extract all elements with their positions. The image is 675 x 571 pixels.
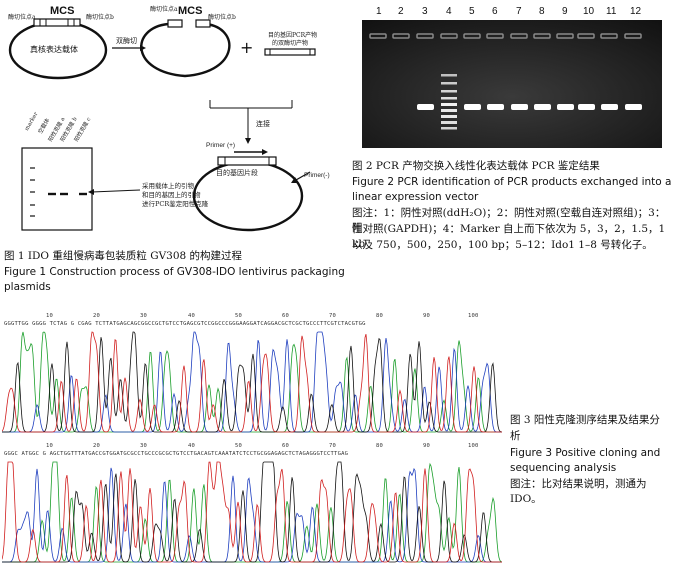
sequence-line-1: GGGTTGG GGGG TCTAG G CGAG TCTTATGAGCAGCG…	[4, 321, 366, 327]
lane-number: 12	[630, 6, 642, 17]
gel-band	[511, 104, 528, 110]
gel-band	[578, 104, 595, 110]
figure-2-caption-cn: 图 2 PCR 产物交换入线性化表达载体 PCR 鉴定结果	[352, 160, 600, 172]
chromatogram-trace	[2, 461, 502, 563]
tick-label: 60	[282, 313, 290, 319]
chromatogram-1	[2, 331, 502, 433]
gel-image	[362, 20, 662, 148]
gel-band	[625, 104, 642, 110]
chromatogram-trace	[2, 331, 502, 433]
ticks-row-2: 10 20 30 40 50 60 70 80 90 100	[0, 443, 500, 451]
plus-sign: +	[240, 38, 254, 57]
pcr-bands	[417, 104, 642, 110]
chromatogram-trace	[2, 461, 502, 563]
tick-label: 50	[235, 443, 243, 449]
figure-1-caption-en: Figure 1 Construction process of GV308-I…	[4, 266, 345, 278]
lane-number: 9	[562, 6, 568, 17]
digest-label: 双酶切	[116, 37, 137, 45]
tick-label: 20	[93, 313, 101, 319]
site-b-label: 酶切位点b	[208, 14, 236, 21]
chromatogram-trace	[2, 331, 502, 433]
site-a-label: 酶切位点a	[150, 6, 178, 13]
site-a-label: 酶切位点a	[8, 14, 36, 21]
ligation-label: 连接	[256, 120, 270, 128]
tick-label: 40	[188, 443, 196, 449]
tick-label: 60	[282, 443, 290, 449]
figure-3-caption-en: Figure 3 Positive cloning and	[510, 447, 661, 459]
tick-label: 90	[423, 313, 431, 319]
tick-label: 80	[376, 313, 384, 319]
sequence-line-2: GGGC ATGGC G AGCTGGTTTATGACCGTGGATGCGCCT…	[4, 451, 349, 457]
pcr-product-label-2: 的双酶切产物	[272, 40, 309, 47]
figure-3-caption-cn: 图 3 阳性克隆测序结果及结果分	[510, 414, 660, 426]
figure-1-diagram	[8, 18, 316, 232]
chromatogram-trace	[2, 461, 502, 563]
tick-label: 90	[423, 443, 431, 449]
mini-gel	[21, 147, 93, 231]
lane-number: 11	[606, 6, 617, 17]
chromatogram-trace	[2, 331, 502, 433]
tick-label: 10	[46, 313, 54, 319]
gel-band	[487, 104, 504, 110]
figure-2-note: 图注：1：阴性对照(ddH₂O)；2：阴性对照(空载自连对照组)；3：阳	[352, 207, 666, 234]
primer-minus-label: Primer(-)	[304, 172, 330, 179]
figure-2-caption-en-2: linear expression vector	[352, 191, 479, 203]
site-b-label: 酶切位点b	[86, 14, 114, 21]
lane-number: 7	[516, 6, 522, 17]
tick-label: 30	[140, 313, 148, 319]
gel-band	[601, 104, 618, 110]
tick-label: 10	[46, 443, 54, 449]
lane-number: 8	[539, 6, 545, 17]
lane-number: 10	[583, 6, 595, 17]
tick-label: 100	[468, 313, 479, 319]
figure-3-caption-cn-2: 析	[510, 430, 521, 442]
figure-1: MCS MCS 酶切位点a 酶切位点b 酶切位点a 酶切位点b 真核表达载体 双…	[0, 0, 345, 250]
insert-label: 目的基因片段	[216, 169, 258, 177]
note-line-2: 和目的基因上的引物	[142, 191, 201, 199]
chromatogram-trace	[2, 467, 502, 563]
figure-1-caption-en-2: plasmids	[4, 281, 51, 293]
lane-number: 1	[376, 6, 382, 17]
tick-label: 70	[329, 313, 337, 319]
opened-vector	[140, 22, 231, 78]
gel-band	[464, 104, 481, 110]
tick-label: 80	[376, 443, 384, 449]
lane-number: 2	[398, 6, 404, 17]
tick-label: 50	[235, 313, 243, 319]
figure-2-note-2: 性对照(GAPDH)；4：Marker 自上而下依次为 5，3，2，1.5，1 …	[352, 223, 666, 250]
figure-2-note-3: 以及 750，500，250，100 bp；5–12：Ido1 1–8 号转化子…	[352, 239, 653, 251]
tick-label: 30	[140, 443, 148, 449]
vector-label: 真核表达载体	[30, 45, 78, 54]
chromatogram-2	[2, 461, 502, 563]
gel-band	[417, 104, 434, 110]
tick-label: 100	[468, 443, 479, 449]
note-line-3: 进行PCR鉴定阳性克隆	[142, 200, 209, 208]
figure-3-caption-en-2: sequencing analysis	[510, 462, 617, 474]
tick-label: 20	[93, 443, 101, 449]
note-line-1: 采用载体上的引物	[142, 182, 194, 190]
ticks-row-1: 10 20 30 40 50 60 70 80 90 100	[0, 313, 500, 321]
lane-number: 3	[422, 6, 428, 17]
tick-label: 40	[188, 313, 196, 319]
gel-band	[557, 104, 574, 110]
figure-2-caption-en: Figure 2 PCR identification of PCR produ…	[352, 176, 672, 188]
pcr-product-label: 目的基因PCR产物	[268, 32, 318, 39]
marker-ladder	[441, 74, 457, 130]
mcs-label-left: MCS	[50, 5, 75, 17]
figure-3-note: 图注：比对结果说明，测通为 IDO。	[510, 478, 647, 505]
gel-band	[534, 104, 551, 110]
gel-wells	[369, 33, 642, 39]
figure-1-caption-cn: 图 1 IDO 重组慢病毒包装质粒 GV308 的构建过程	[4, 250, 243, 262]
tick-label: 70	[329, 443, 337, 449]
lane-number: 4	[446, 6, 452, 17]
insert-box	[217, 156, 277, 166]
lane-number: 5	[469, 6, 475, 17]
mcs-label-right: MCS	[178, 5, 203, 17]
lane-number: 6	[492, 6, 498, 17]
figure-2-gel-numbers: 1 2 3 4 5 6 7 8 9 10 11 12	[366, 6, 656, 20]
primer-plus-label: Primer (+)	[206, 142, 236, 149]
pcr-fragment	[264, 48, 316, 56]
mcs-box-left	[33, 18, 81, 27]
